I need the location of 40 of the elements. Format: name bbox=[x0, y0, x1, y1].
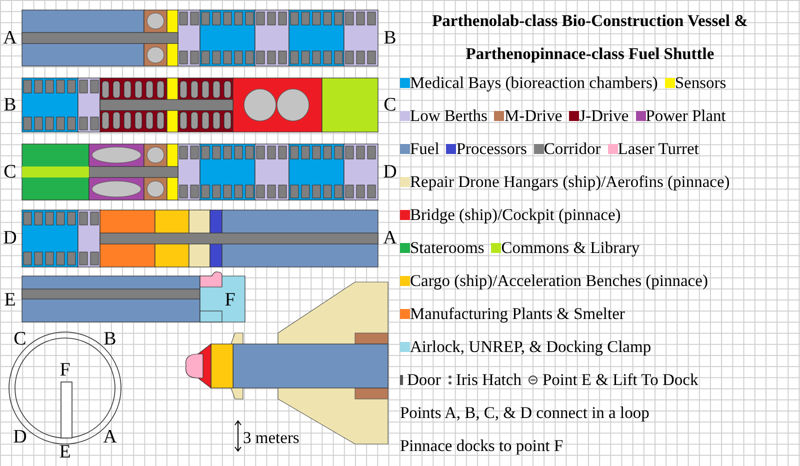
point-letter: C bbox=[4, 162, 16, 182]
scale-label: 3 meters bbox=[243, 429, 300, 448]
point-letter: C bbox=[14, 330, 26, 348]
legend-label: Sensors bbox=[674, 74, 726, 93]
point-letter: D bbox=[383, 162, 397, 182]
point-letter: A bbox=[103, 428, 117, 446]
legend-label: Manufacturing Plants & Smelter bbox=[410, 305, 625, 324]
legend-label: Airlock, UNREP, & Docking Clamp bbox=[410, 338, 652, 357]
legend-label: Power Plant bbox=[646, 107, 726, 126]
point-letter: A bbox=[3, 28, 17, 48]
legend-label: Staterooms bbox=[410, 239, 484, 258]
note: Points A, B, C, & D connect in a loop bbox=[400, 404, 650, 422]
point-letter: A bbox=[383, 228, 397, 248]
legend-label: Point E & Lift To Dock bbox=[542, 371, 698, 390]
title: Parthenolab-class Bio-Construction Vessel & Parthenopinnace-class Fuel Shuttle bbox=[431, 10, 749, 65]
legend-label: Cargo (ship)/Acceleration Benches (pinnace) bbox=[410, 272, 708, 291]
legend-label: Repair Drone Hangars (ship)/Aerofins (pinnace) bbox=[410, 173, 730, 192]
point-letter: F bbox=[224, 290, 236, 310]
point-letter: D bbox=[3, 228, 17, 248]
legend-label: Bridge (ship)/Cockpit (pinnace) bbox=[410, 206, 621, 225]
legend-label: Iris Hatch bbox=[456, 371, 522, 390]
point-letter: E bbox=[4, 290, 16, 310]
point-letter: C bbox=[384, 96, 396, 114]
legend-label: Processors bbox=[456, 140, 527, 159]
point-letter: F bbox=[60, 360, 70, 380]
note: Pinnace docks to point F bbox=[400, 437, 564, 456]
legend-label: Door bbox=[407, 371, 441, 390]
legend-label: Fuel bbox=[410, 140, 440, 159]
legend-label: Medical Bays (bioreaction chambers) bbox=[410, 74, 658, 93]
legend-label: Low Berths bbox=[410, 107, 488, 126]
legend-label: M-Drive bbox=[504, 107, 562, 126]
point-letter: B bbox=[384, 28, 396, 48]
point-letter: D bbox=[13, 428, 27, 446]
legend-label: Corridor bbox=[544, 140, 601, 159]
legend-label: J-Drive bbox=[579, 107, 629, 126]
legend-label: Commons & Library bbox=[501, 239, 640, 258]
point-letter: B bbox=[104, 330, 116, 348]
legend-label: Laser Turret bbox=[618, 140, 699, 159]
point-letter: B bbox=[4, 96, 16, 114]
point-letter: E bbox=[59, 442, 71, 462]
